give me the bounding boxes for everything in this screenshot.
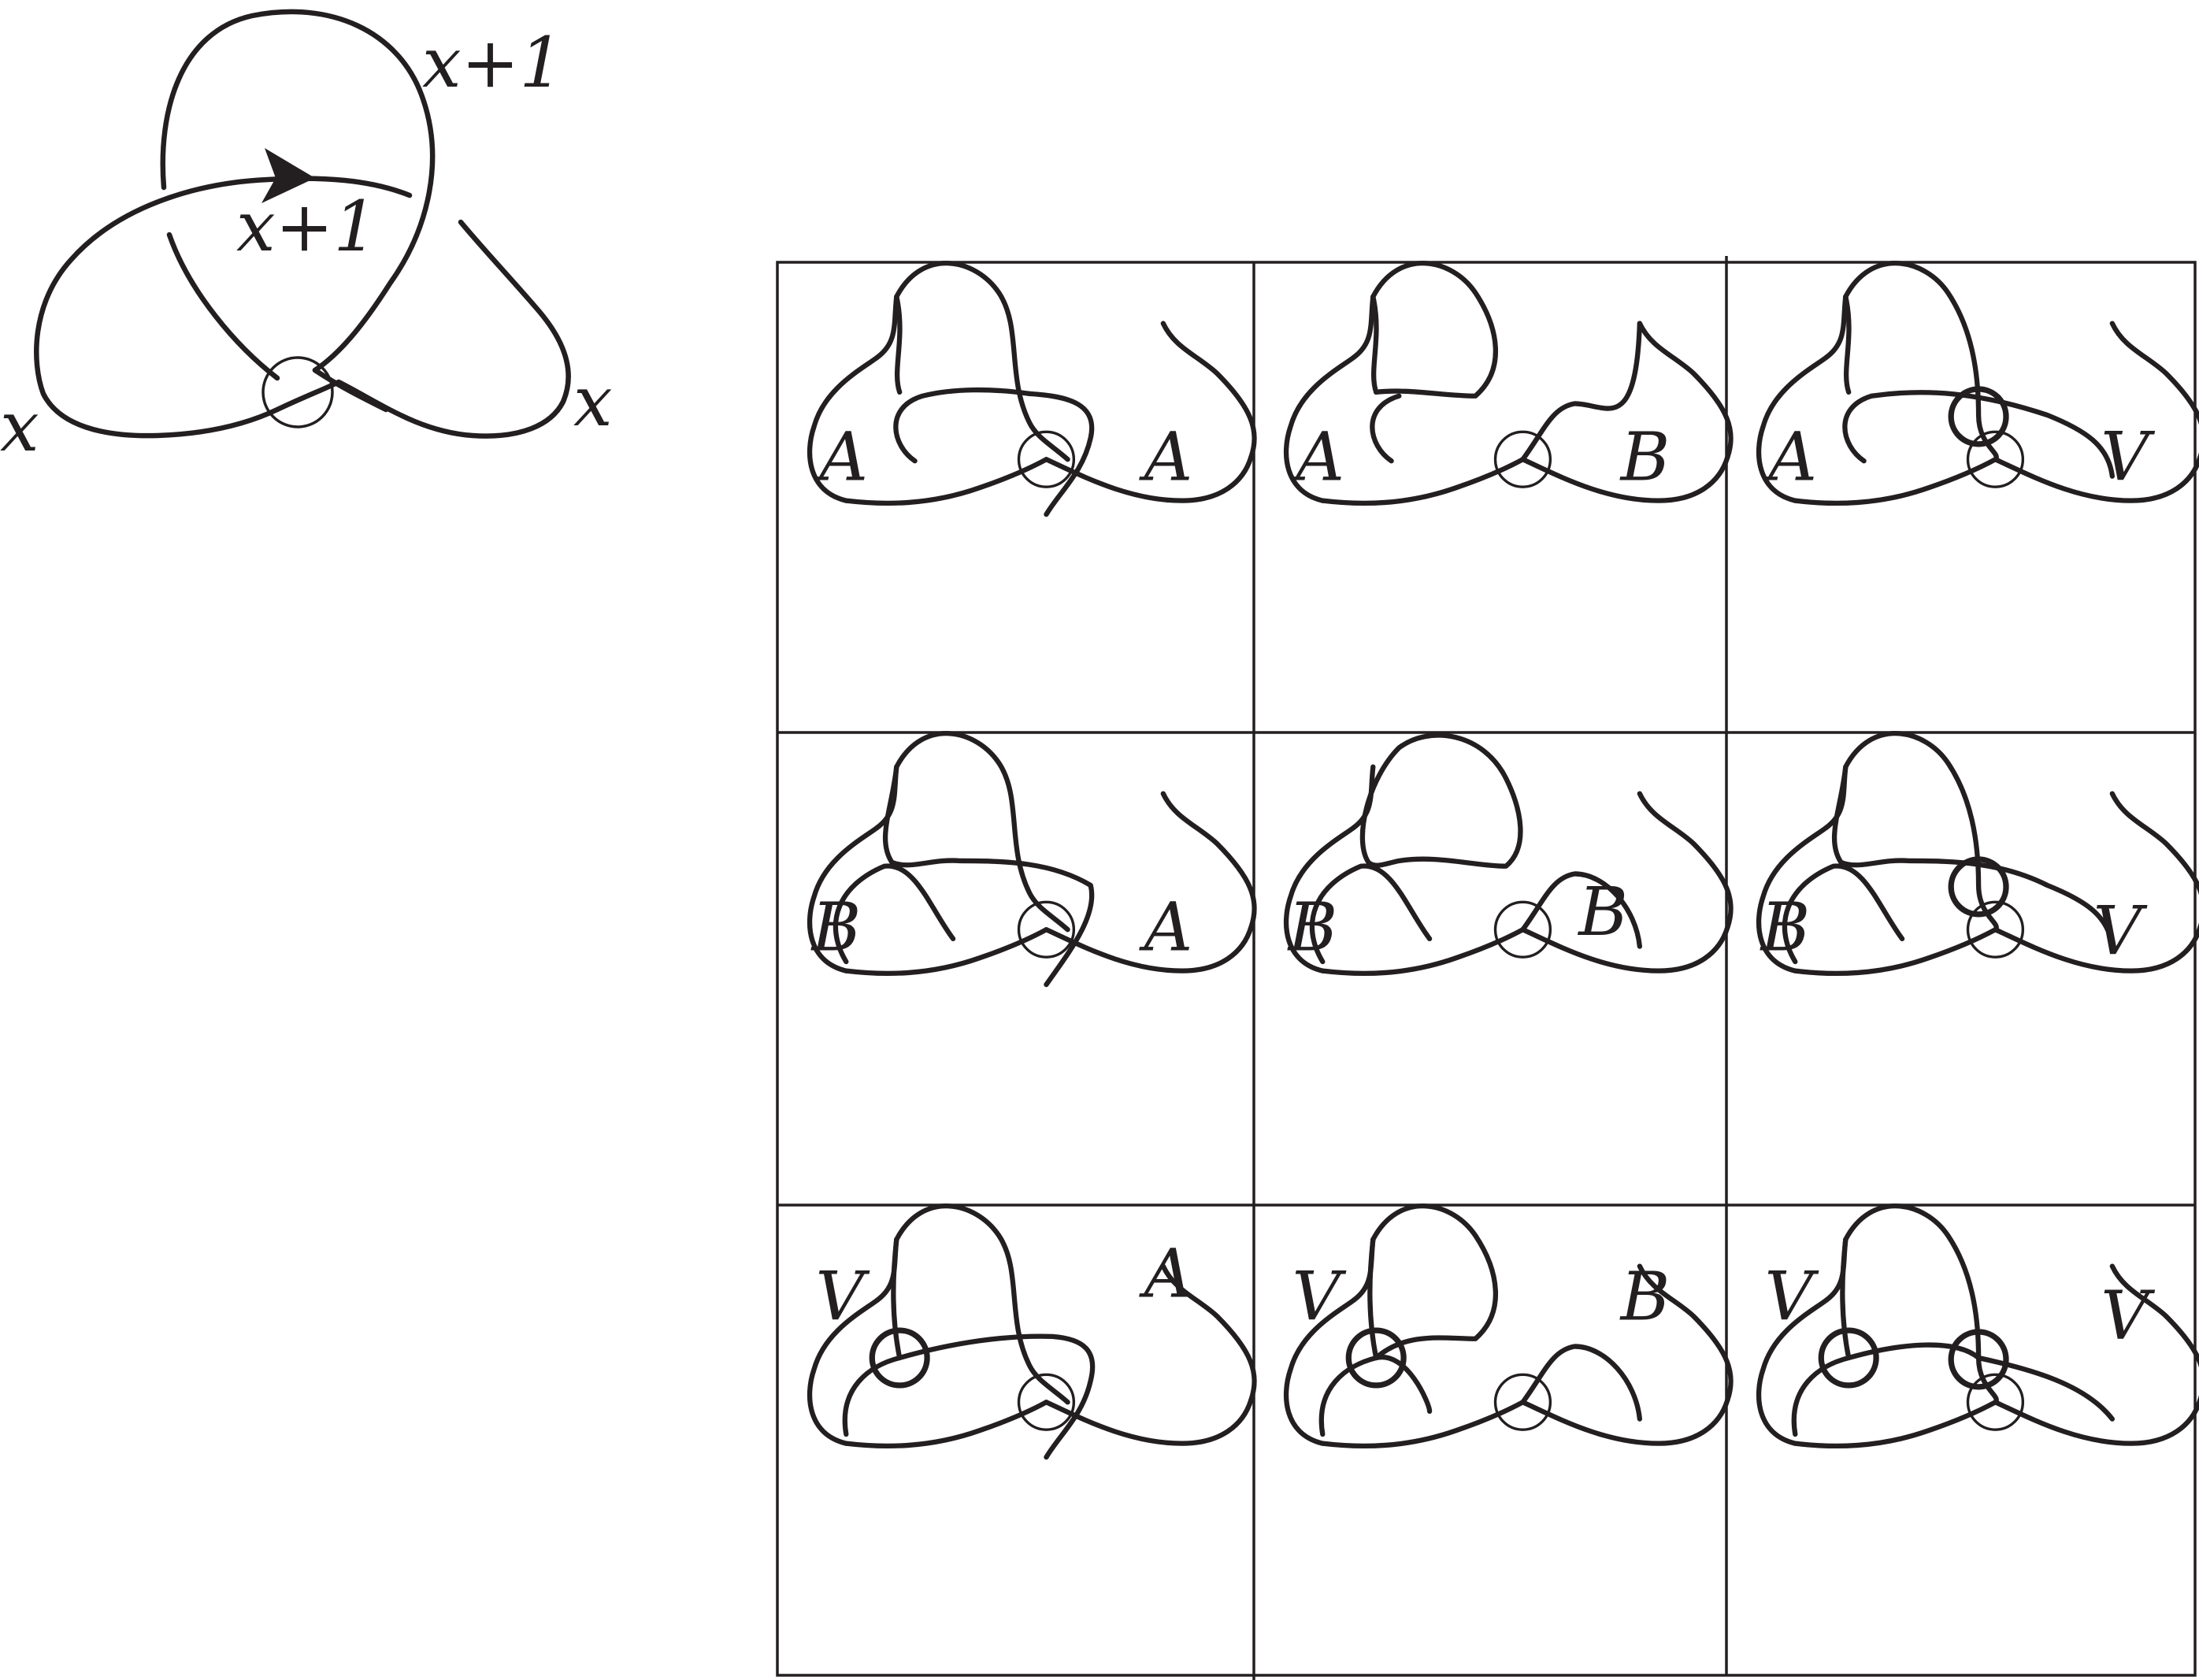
label-left: x: [0, 386, 39, 467]
orientation-arrow-icon: [261, 148, 315, 203]
cell-3-3-right-label: V: [2101, 1278, 2155, 1355]
cell-1-3-virtual-ring: [1948, 386, 2009, 447]
cell-1-3-right-label: V: [2101, 418, 2155, 496]
cell-3-3-virtual-ring-left: [1818, 1327, 1879, 1389]
cell-3-3-left-label: V: [1765, 1259, 1819, 1337]
cell-2-3-left-label: B: [1760, 888, 1811, 966]
cell-2-2: B B: [1286, 732, 1731, 974]
cell-2-2-left-label: B: [1287, 888, 1338, 966]
cell-3-3: V V: [1759, 1203, 2199, 1446]
label-center: x+1: [236, 186, 377, 267]
cell-3-1-virtual-ring: [869, 1327, 930, 1389]
cell-3-2-virtual-ring: [1345, 1327, 1407, 1389]
label-upper-right: x+1: [422, 22, 563, 103]
cell-3-2-right-label: B: [1619, 1259, 1671, 1337]
cell-2-1-left-label: B: [810, 888, 862, 966]
cell-1-2-right-label: B: [1619, 418, 1671, 496]
cell-1-2-left-label: A: [1290, 418, 1344, 496]
cell-1-1-left-label: A: [814, 418, 868, 496]
crossing-grid: [776, 256, 2197, 1680]
cell-2-3: B V: [1759, 731, 2199, 974]
cell-3-2-left-label: V: [1292, 1259, 1347, 1337]
cell-1-2: A B: [1286, 261, 1731, 503]
cell-2-1: B A: [810, 731, 1255, 988]
cell-3-1-right-label: A: [1139, 1235, 1193, 1313]
grid-border: [776, 261, 2197, 1677]
virtual-crossing-ring: [261, 356, 334, 428]
cell-2-3-virtual-ring: [1948, 856, 2009, 918]
cell-2-2-right-label: B: [1577, 873, 1628, 951]
cell-3-1: V A: [810, 1203, 1255, 1460]
cell-3-1-left-label: V: [816, 1259, 870, 1337]
cell-2-3-right-label: V: [2093, 892, 2148, 970]
cell-2-1-right-label: A: [1139, 888, 1193, 966]
cell-1-3-left-label: A: [1763, 418, 1817, 496]
main-knot-diagram: x+1 x+1 x x: [0, 9, 613, 467]
cell-1-3: A V: [1759, 261, 2199, 503]
label-right: x: [573, 361, 613, 442]
cell-1-1: A A: [810, 261, 1255, 517]
cell-3-3-virtual-ring-right: [1948, 1329, 2009, 1390]
cell-1-1-right-label: A: [1139, 418, 1193, 496]
cell-3-2: V B: [1286, 1203, 1731, 1446]
